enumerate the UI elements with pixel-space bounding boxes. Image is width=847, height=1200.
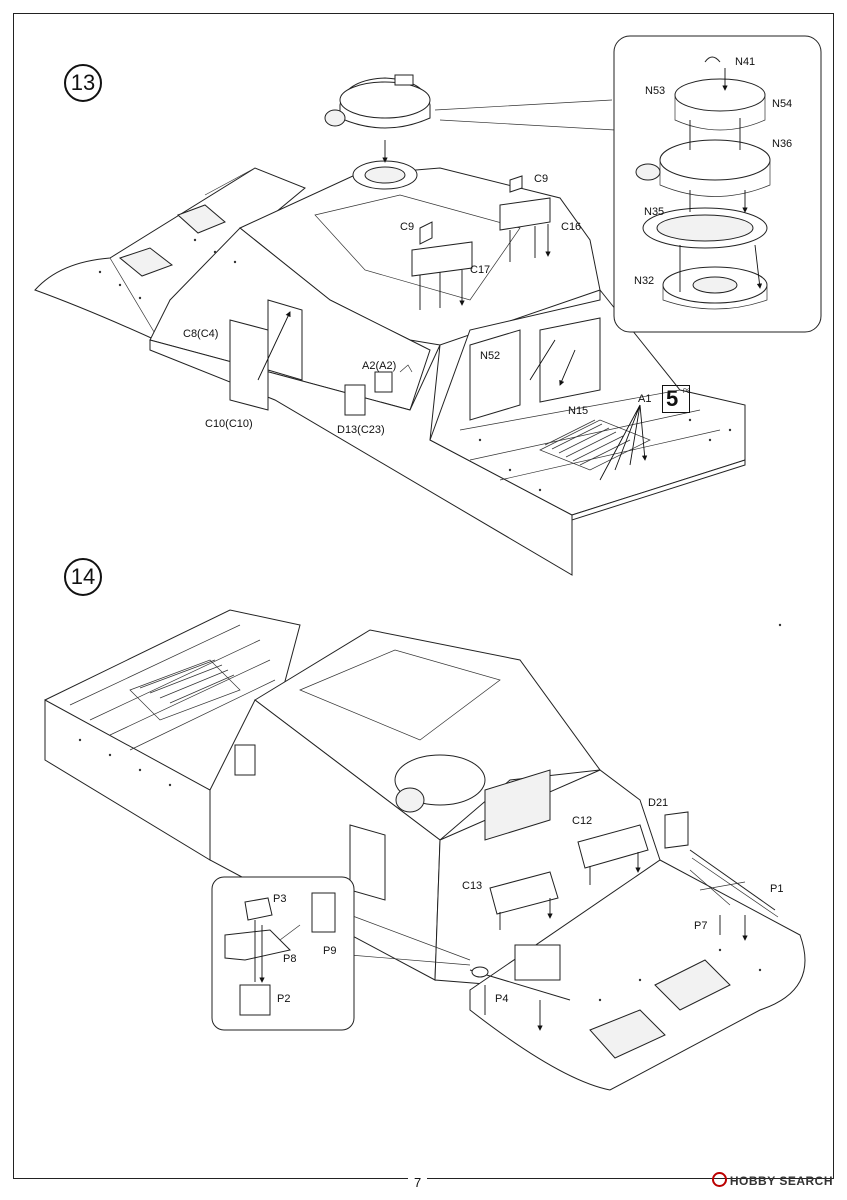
part-label-p8: P8	[283, 953, 297, 965]
part-label-n15: N15	[568, 405, 589, 417]
part-label-c16: C16	[561, 221, 582, 233]
part-label-d13: D13(C23)	[337, 424, 385, 436]
reference-sub-label: P8	[683, 389, 691, 395]
page-number: 7	[408, 1175, 428, 1190]
step14-jack-inset	[211, 876, 355, 1031]
part-label-c9-left: C9	[400, 221, 415, 233]
part-label-n52: N52	[480, 350, 501, 362]
part-label-d21: D21	[648, 797, 669, 809]
part-label-p3: P3	[273, 893, 287, 905]
part-label-c9-top: C9	[534, 173, 549, 185]
watermark-logo-icon	[711, 1172, 727, 1187]
part-label-c12: C12	[572, 815, 593, 827]
sprue-reference-badge: 5 P8	[662, 385, 690, 413]
part-label-c10: C10(C10)	[205, 418, 253, 430]
part-label-a2: A2(A2)	[362, 360, 397, 372]
watermark: HOBBY SEARCH	[711, 1172, 833, 1188]
step-13-number: 13	[64, 64, 102, 102]
reference-number: 5	[666, 386, 679, 411]
part-label-c13: C13	[462, 880, 483, 892]
part-label-n32: N32	[634, 275, 655, 287]
part-label-n41: N41	[735, 56, 756, 68]
part-label-n35: N35	[644, 206, 665, 218]
part-label-p7: P7	[694, 920, 708, 932]
part-label-p9: P9	[323, 945, 337, 957]
part-label-a1: A1	[638, 393, 652, 405]
step13-cupola-inset	[613, 35, 822, 333]
part-label-p1: P1	[770, 883, 784, 895]
part-label-c8: C8(C4)	[183, 328, 219, 340]
part-label-n53: N53	[645, 85, 666, 97]
step14-hull-drawing	[44, 609, 806, 1091]
watermark-text: HOBBY SEARCH	[729, 1174, 833, 1188]
part-label-p4: P4	[495, 993, 509, 1005]
cupola-assembly	[324, 74, 431, 129]
part-label-n36: N36	[772, 138, 793, 150]
step13-hull-drawing	[34, 74, 746, 576]
part-label-n54: N54	[772, 98, 793, 110]
part-label-c17: C17	[470, 264, 491, 276]
part-label-p2: P2	[277, 993, 291, 1005]
step-14-number: 14	[64, 558, 102, 596]
